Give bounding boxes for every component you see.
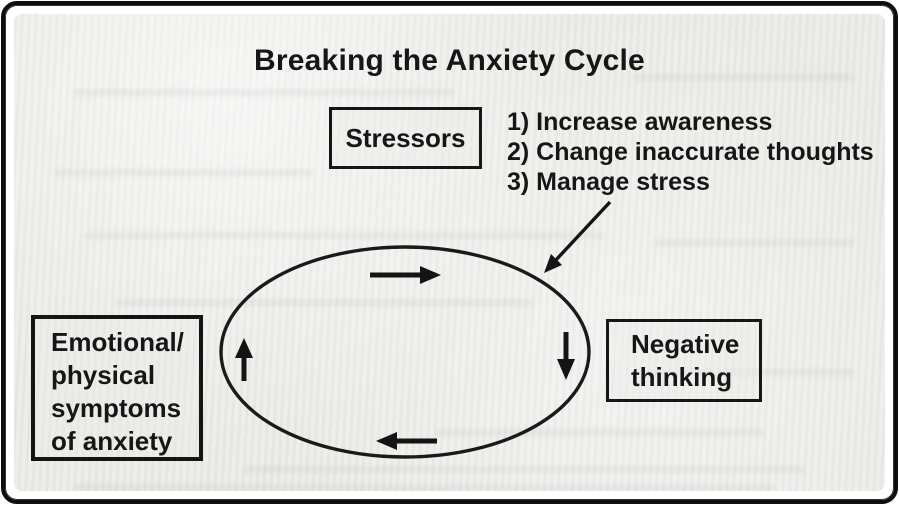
step-item: 2) Change inaccurate thoughts [507, 138, 874, 166]
right-arrow-icon [370, 266, 441, 284]
diagonal-arrow-icon [544, 200, 612, 273]
step-item: 3) Manage stress [507, 168, 710, 196]
anxiety-cycle-diagram [219, 200, 612, 459]
up-arrow-icon [235, 338, 253, 381]
paper-background: Breaking the Anxiety Cycle [14, 14, 885, 491]
steps-list: 1) Increase awareness 2) Change inaccura… [507, 107, 874, 197]
emotional-symptoms-box: Emotional/ physical symptoms of anxiety [31, 315, 203, 461]
emotional-symptoms-line: symptoms [51, 393, 182, 423]
negative-thinking-box: Negative thinking [606, 319, 762, 402]
down-arrow-icon [557, 332, 575, 380]
step-item: 1) Increase awareness [507, 108, 773, 136]
diagram-title: Breaking the Anxiety Cycle [254, 44, 645, 77]
stressors-box: Stressors [329, 107, 482, 169]
emotional-symptoms-line: of anxiety [51, 426, 173, 456]
negative-thinking-line: Negative [631, 329, 740, 359]
cycle-ellipse [219, 245, 591, 459]
emotional-symptoms-line: physical [51, 360, 156, 390]
stressors-label: Stressors [345, 122, 466, 153]
emotional-symptoms-line: Emotional/ [51, 327, 184, 357]
left-arrow-icon [376, 432, 437, 450]
negative-thinking-line: thinking [631, 362, 733, 392]
